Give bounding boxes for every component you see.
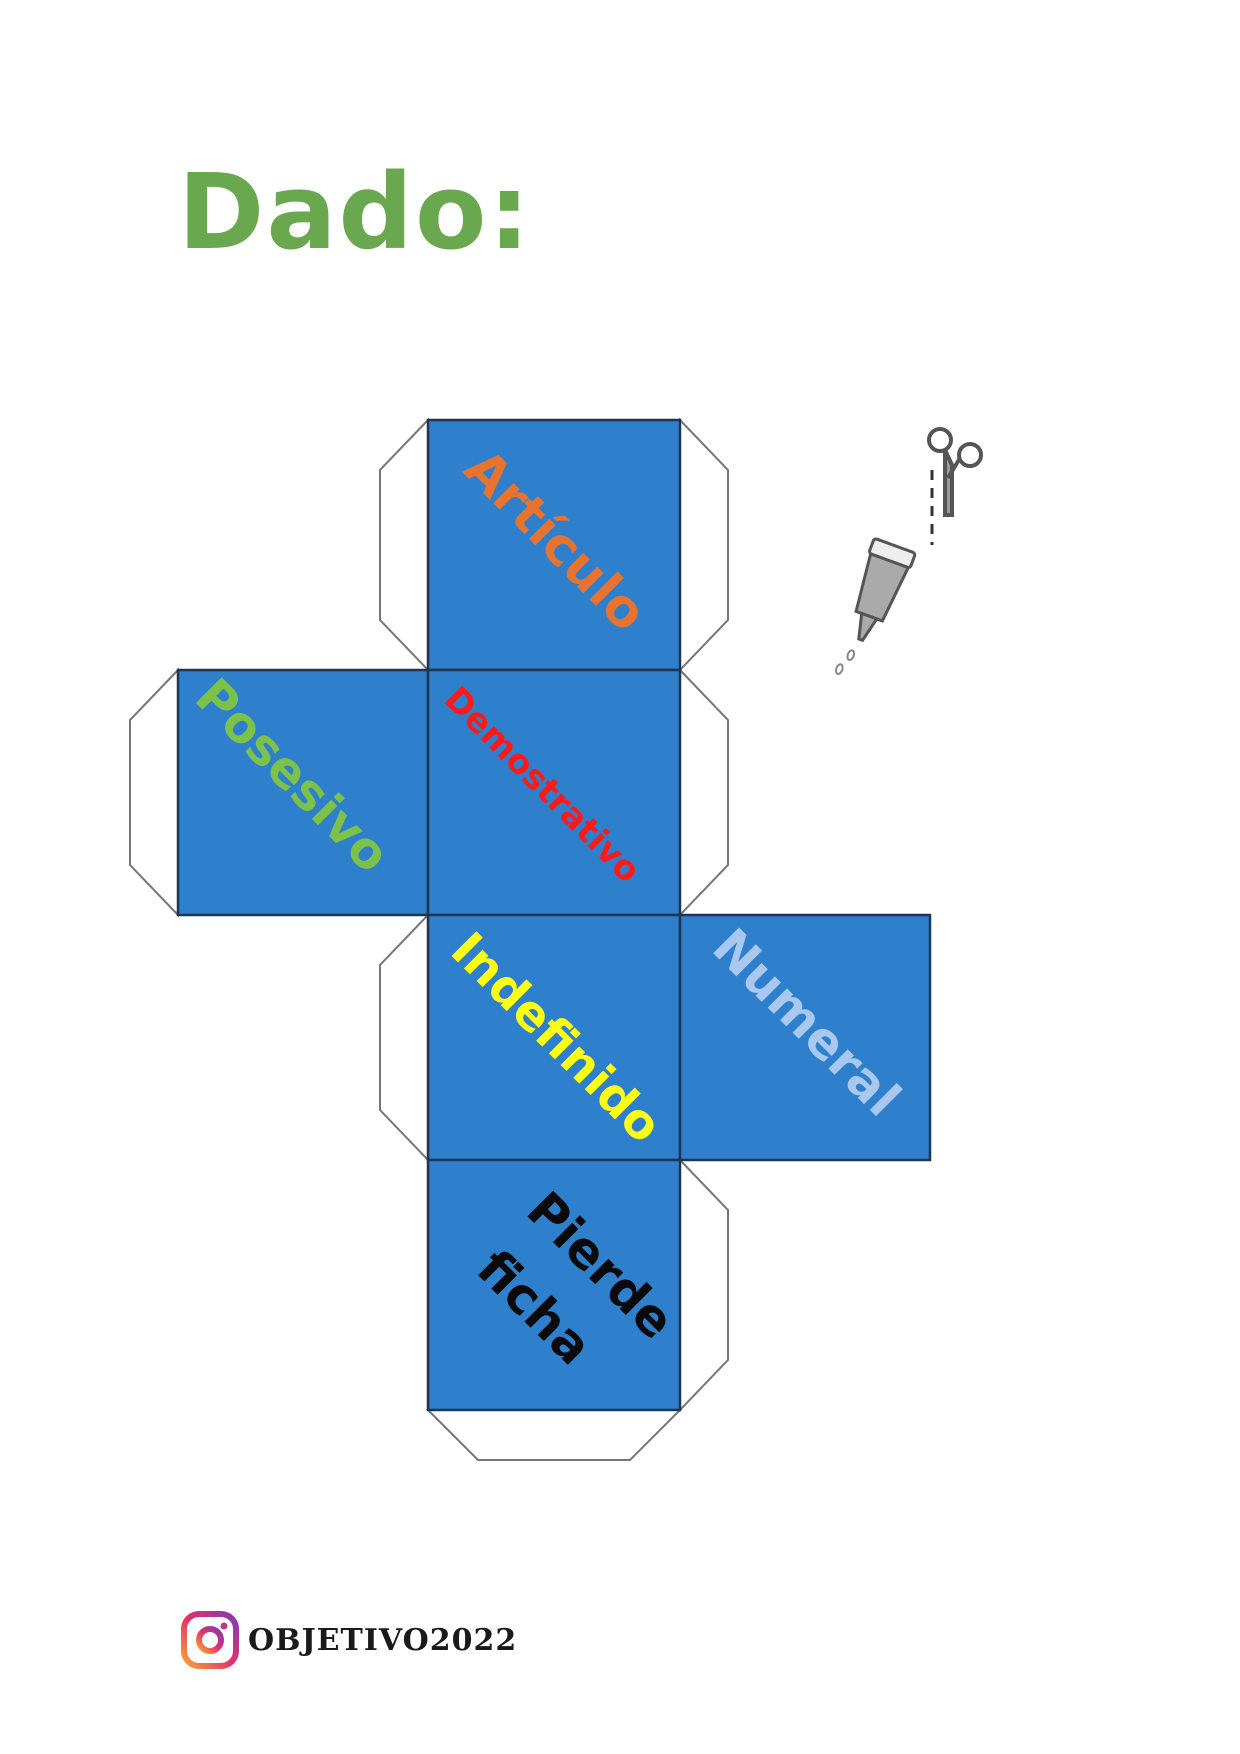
- scissors-icon: [927, 427, 983, 545]
- glue-tab: [379, 417, 429, 673]
- footer: OBJETIVO2022: [180, 1610, 517, 1670]
- instagram-handle: OBJETIVO2022: [248, 1622, 518, 1658]
- face-posesivo: [176, 668, 430, 917]
- face-demostrativo: [426, 668, 682, 917]
- face-pierde-ficha: [426, 1158, 682, 1412]
- glue-tab: [679, 417, 729, 673]
- face-numeral: [678, 913, 932, 1162]
- glue-tab: [379, 912, 429, 1163]
- page-title: Dado:: [178, 151, 532, 273]
- glue-tab: [129, 667, 179, 918]
- glue-tab: [679, 1157, 729, 1413]
- glue-bottle-icon: [835, 537, 917, 675]
- face-indefinido: [426, 913, 682, 1162]
- instagram-icon: [181, 1611, 239, 1669]
- face-articulo: [426, 418, 682, 672]
- glue-tab: [679, 667, 729, 918]
- glue-tab: [425, 1409, 683, 1461]
